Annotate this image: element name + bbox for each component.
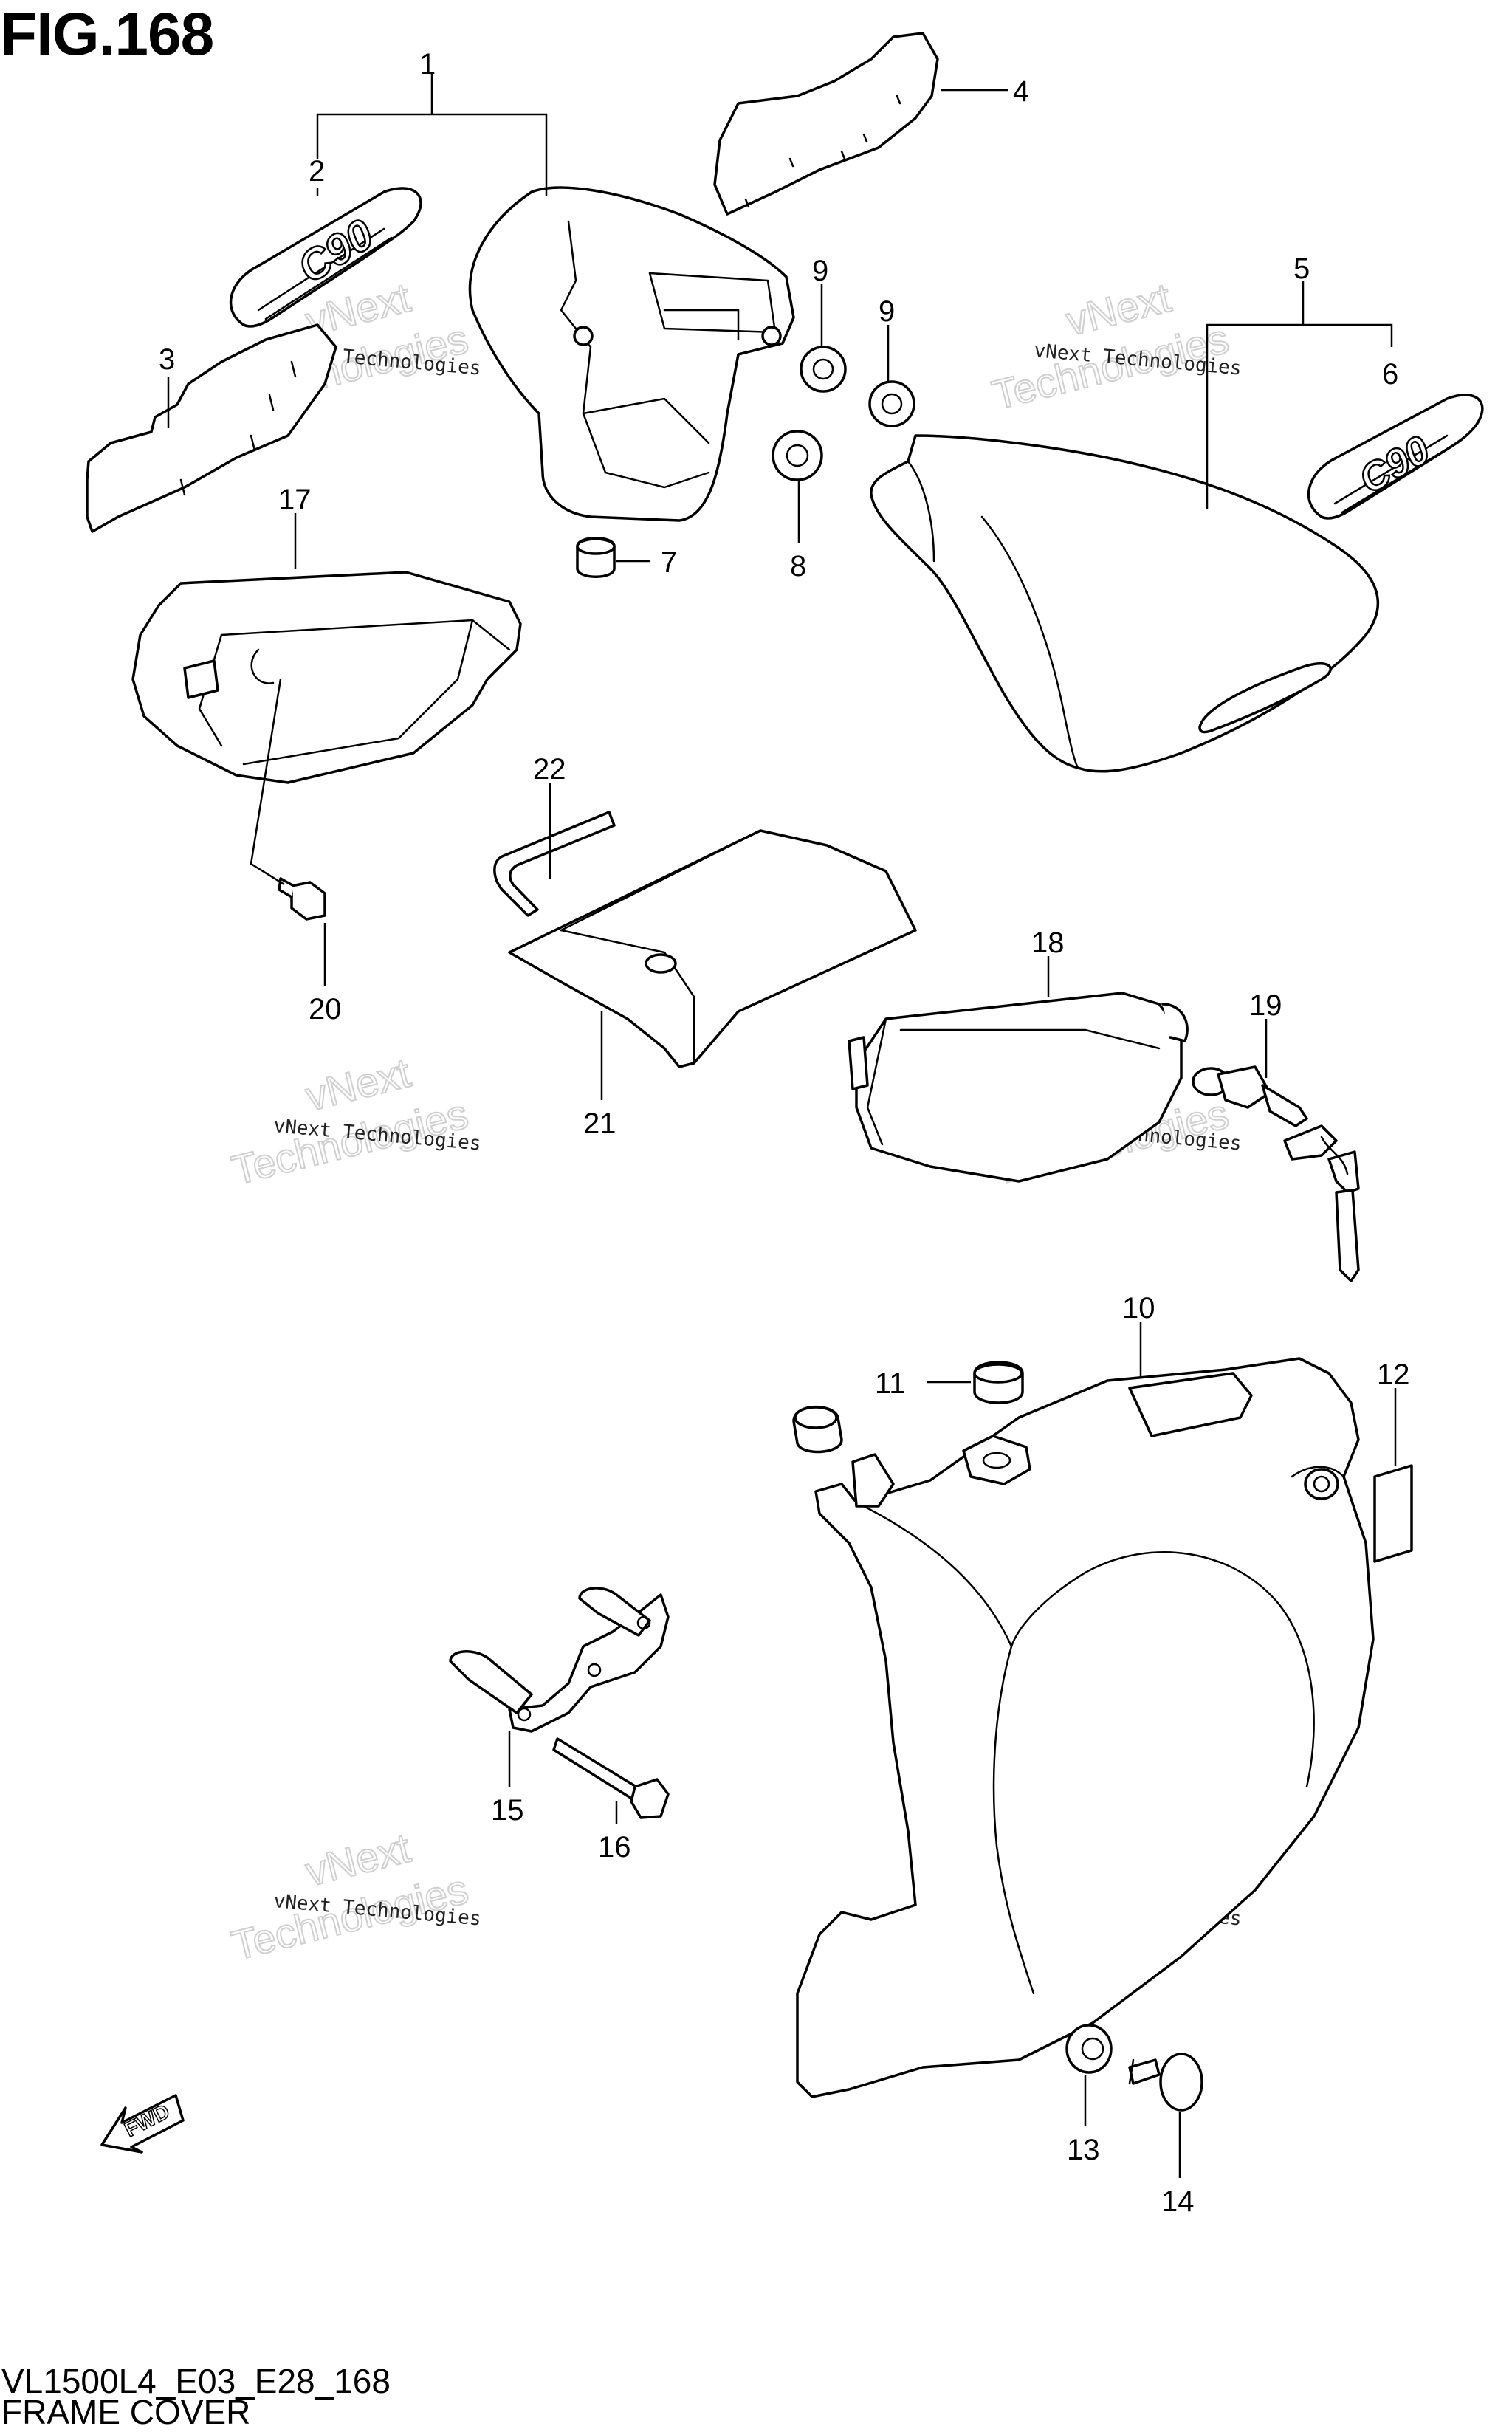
callout-13: 13 xyxy=(1067,2134,1100,2166)
watermark-group-5: vNext Technologies vNext Technologies xyxy=(227,1824,482,1970)
part-6-emblem[interactable]: C90 xyxy=(1307,394,1484,520)
callout-8: 8 xyxy=(790,550,806,583)
part-11-grommet-2[interactable] xyxy=(792,1405,843,1454)
callout-2: 2 xyxy=(309,155,325,188)
fwd-arrow-icon: FWD xyxy=(100,2094,185,2154)
part-13-grommet[interactable] xyxy=(1065,2024,1113,2074)
callout-17: 17 xyxy=(278,484,312,516)
part-3-left-sticker[interactable] xyxy=(86,323,337,533)
callout-6: 6 xyxy=(1382,358,1398,391)
callout-15: 15 xyxy=(491,1794,524,1827)
callout-1: 1 xyxy=(419,48,436,80)
model-code: VL1500L4_E03_E28_168 xyxy=(1,2362,391,2400)
part-16-bolt[interactable] xyxy=(552,1737,670,1819)
callout-3: 3 xyxy=(159,343,175,376)
callout-numbers: 1 2 3 4 5 6 7 8 9 9 10 11 12 13 14 15 16… xyxy=(159,48,1410,2218)
callout-5: 5 xyxy=(1293,253,1310,285)
part-4-top-sticker[interactable] xyxy=(713,32,939,216)
callout-19: 19 xyxy=(1249,989,1282,1022)
part-7-grommet[interactable] xyxy=(576,537,616,578)
part-14-screw[interactable] xyxy=(1128,2053,1203,2112)
figure-title: FIG.168 xyxy=(0,1,214,68)
part-12-label[interactable] xyxy=(1373,1464,1413,1563)
part-8-grommet[interactable] xyxy=(772,430,823,481)
part-9-grommet-a[interactable] xyxy=(800,346,847,393)
part-5-right-frame-cover[interactable] xyxy=(870,434,1380,773)
section-name: FRAME COVER xyxy=(1,2393,251,2431)
part-19-key-lock-set[interactable] xyxy=(1192,1065,1360,1282)
callout-22: 22 xyxy=(533,753,566,786)
callout-4: 4 xyxy=(1013,75,1029,108)
callout-11: 11 xyxy=(875,1367,906,1400)
callout-18: 18 xyxy=(1031,927,1065,959)
part-15-bracket[interactable] xyxy=(449,1587,670,1733)
part-18-storage-box[interactable] xyxy=(848,992,1189,1183)
callout-14: 14 xyxy=(1161,2185,1195,2218)
callout-20: 20 xyxy=(309,993,342,1026)
part-22-hex-key[interactable] xyxy=(493,811,616,917)
watermark-group-2: vNext Technologies vNext Technologies xyxy=(987,273,1243,419)
part-21-tool-bag[interactable] xyxy=(508,829,917,1068)
callout-10: 10 xyxy=(1122,1292,1155,1325)
part-1-left-frame-cover[interactable] xyxy=(468,186,795,522)
callout-12: 12 xyxy=(1377,1358,1410,1391)
watermark-group-3: vNext Technologies vNext Technologies xyxy=(227,1048,482,1195)
part-17-tool-case[interactable] xyxy=(131,571,522,784)
part-10-lower-frame-cover[interactable] xyxy=(796,1357,1375,2098)
part-11-grommet[interactable] xyxy=(973,1361,1024,1404)
callout-7: 7 xyxy=(661,546,677,579)
leader-lines xyxy=(167,74,1397,2178)
callout-9a: 9 xyxy=(812,255,828,287)
callout-16: 16 xyxy=(598,1831,631,1863)
part-9-grommet-b[interactable] xyxy=(868,380,915,427)
callout-21: 21 xyxy=(583,1107,616,1140)
part-20-bolt[interactable] xyxy=(278,877,326,921)
callout-9b: 9 xyxy=(879,295,895,328)
